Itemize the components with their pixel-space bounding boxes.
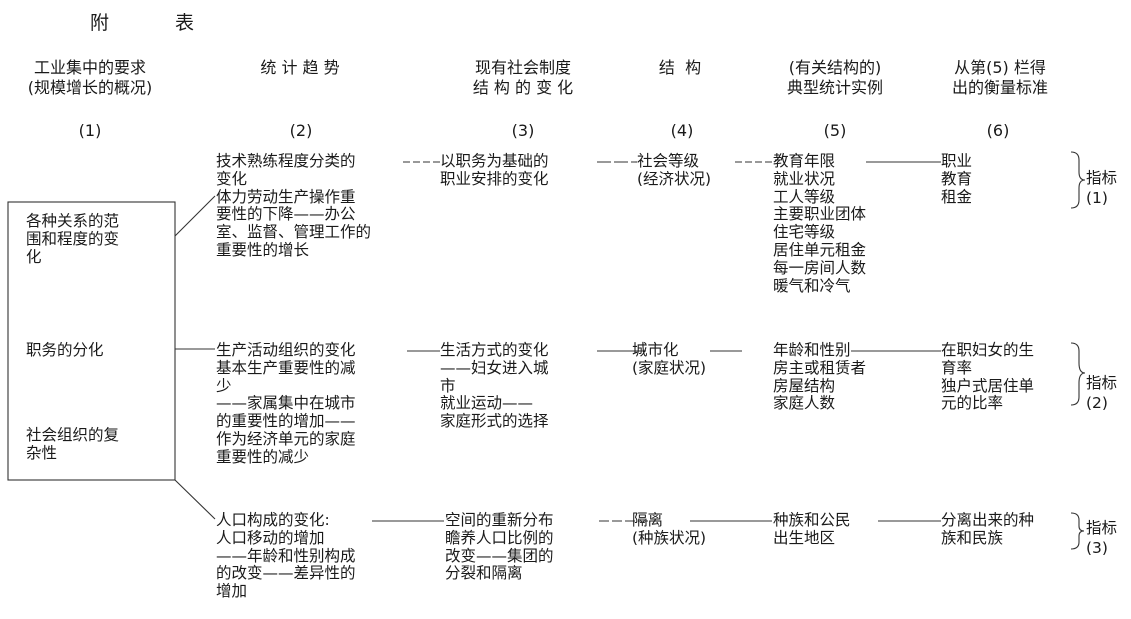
- brace-1: [1070, 151, 1086, 209]
- row3-structure: 隔离 (种族状况): [632, 511, 707, 547]
- fan-line-bottom: [174, 479, 216, 520]
- row1-index-label: 指标: [1086, 169, 1118, 187]
- row2-index-number: (2): [1086, 394, 1108, 412]
- row3-measures: 分离出来的种 族和民族: [941, 511, 1035, 547]
- header-col2: 统 计 趋 势: [260, 58, 340, 77]
- row2-index-label: 指标: [1086, 374, 1118, 392]
- col-number-3: (3): [511, 121, 535, 140]
- col-number-2: (2): [289, 121, 313, 140]
- row2-structure: 城市化 (家庭状况): [632, 341, 707, 377]
- row2-measures: 在职妇女的生 育率 独户式居住单 元的比率: [941, 341, 1035, 413]
- row3-trend: 人口构成的变化: 人口移动的增加 ——年龄和性别构成 的改变——差异性的 增加: [216, 511, 356, 601]
- row1-change: 以职务为基础的 职业安排的变化: [440, 152, 549, 188]
- row2-change: 生活方式的变化 ——妇女进入城 市 就业运动—— 家庭形式的选择: [440, 341, 549, 431]
- row1-trend: 技术熟练程度分类的 变化 体力劳动生产操作重 要性的下降——办公 室、监督、管理…: [216, 152, 372, 259]
- row1-index-number: (1): [1086, 189, 1108, 207]
- row3-examples: 种族和公民 出生地区: [773, 511, 851, 547]
- col1-box: [7, 201, 176, 481]
- brace-2: [1070, 342, 1086, 406]
- row2-trend: 生产活动组织的变化 基本生产重要性的减 少 ——家属集中在城市 的重要性的增加—…: [216, 341, 356, 466]
- row3-index-label: 指标: [1086, 519, 1118, 537]
- row2-examples: 年龄和性别 房主或租赁者 房屋结构 家庭人数: [773, 341, 867, 413]
- header-col4: 结 构: [658, 58, 702, 77]
- col1-item-job-differentiation: 职务的分化: [26, 341, 104, 359]
- row3-change: 空间的重新分布 瞻养人口比例的 改变——集团的 分裂和隔离: [445, 511, 554, 583]
- col-number-1: (1): [78, 121, 102, 140]
- header-col5: (有关结构的) 典型统计实例: [786, 58, 883, 97]
- row3-index-number: (3): [1086, 539, 1108, 557]
- header-col3: 现有社会制度 结 构 的 变 化: [472, 58, 574, 97]
- col1-item-scope-change: 各种关系的范 围和程度的变 化: [26, 212, 120, 266]
- row1-structure: 社会等级 (经济状况): [637, 152, 712, 188]
- row1-measures: 职业 教育 租金: [941, 152, 973, 206]
- page-title: 附 表: [90, 12, 225, 34]
- col1-item-org-complexity: 社会组织的复 杂性: [26, 426, 120, 462]
- col-number-4: (4): [670, 121, 694, 140]
- header-col6: 从第(5) 栏得 出的衡量标准: [951, 58, 1048, 97]
- brace-3: [1070, 512, 1085, 550]
- col-number-5: (5): [823, 121, 847, 140]
- header-col1: 工业集中的要求 (规模增长的概况): [27, 58, 153, 97]
- col-number-6: (6): [986, 121, 1010, 140]
- row1-examples: 教育年限 就业状况 工人等级 主要职业团体 住宅等级 居住单元租金 每一房间人数…: [773, 152, 867, 295]
- fan-line-top: [174, 195, 216, 237]
